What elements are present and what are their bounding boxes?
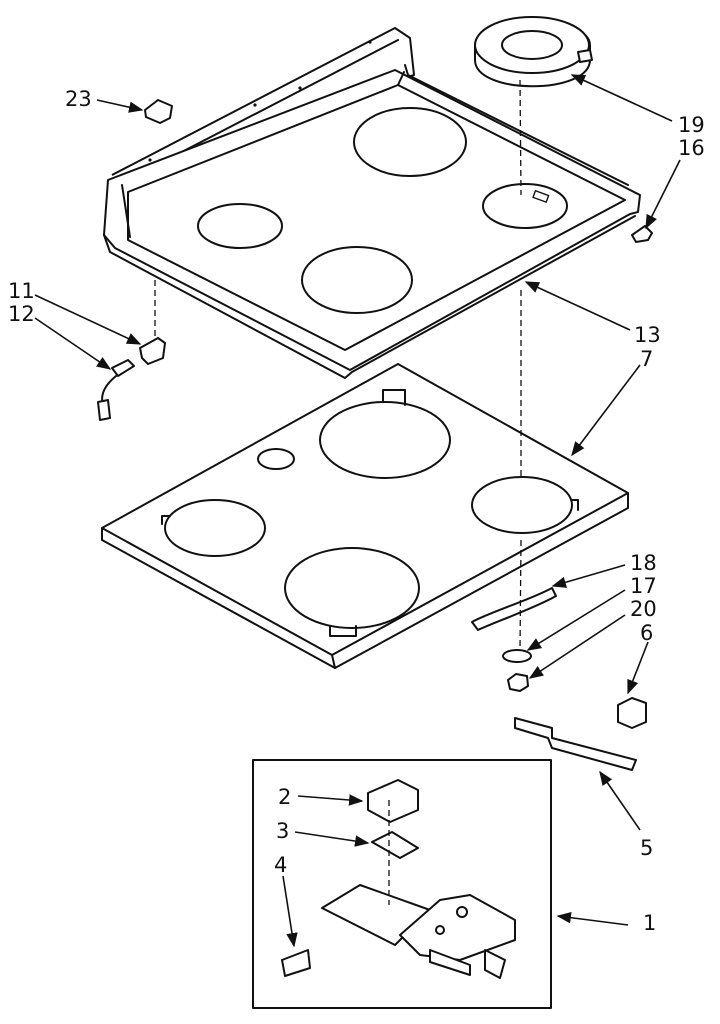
callout-18: 18 [630, 551, 657, 575]
tab-part-4 [281, 949, 311, 977]
callout-13: 13 [634, 323, 661, 347]
callout-17: 17 [630, 574, 657, 598]
callout-3: 3 [276, 819, 289, 843]
surface-element-part [474, 16, 593, 88]
washer-part-17 [502, 649, 532, 663]
callout-11: 11 [8, 279, 35, 303]
callout-23: 23 [65, 87, 92, 111]
burner-plate-part [101, 363, 629, 669]
switch-assembly [321, 884, 516, 979]
callout-12: 12 [8, 302, 35, 326]
switch-kit-box [252, 759, 552, 1009]
block-part-6 [617, 697, 647, 729]
callout-1: 1 [643, 911, 656, 935]
bracket-strip-part-18 [471, 587, 557, 631]
switch-part-2 [367, 779, 419, 823]
bracket-part-11 [139, 337, 166, 365]
callout-20: 20 [630, 597, 657, 621]
callout-16: 16 [678, 136, 705, 160]
cooktop-part [103, 27, 641, 379]
callout-7: 7 [640, 347, 653, 371]
callout-4: 4 [274, 853, 287, 877]
clip-part-23 [144, 99, 173, 124]
plate-part-3 [371, 831, 419, 859]
bracket-part-5 [514, 717, 637, 771]
callout-5: 5 [640, 836, 653, 860]
callout-19: 19 [678, 113, 705, 137]
callout-6: 6 [640, 621, 653, 645]
connector-part-12 [97, 359, 135, 421]
callout-2: 2 [278, 785, 291, 809]
part-16 [631, 225, 653, 243]
nut-part-20 [507, 673, 529, 692]
